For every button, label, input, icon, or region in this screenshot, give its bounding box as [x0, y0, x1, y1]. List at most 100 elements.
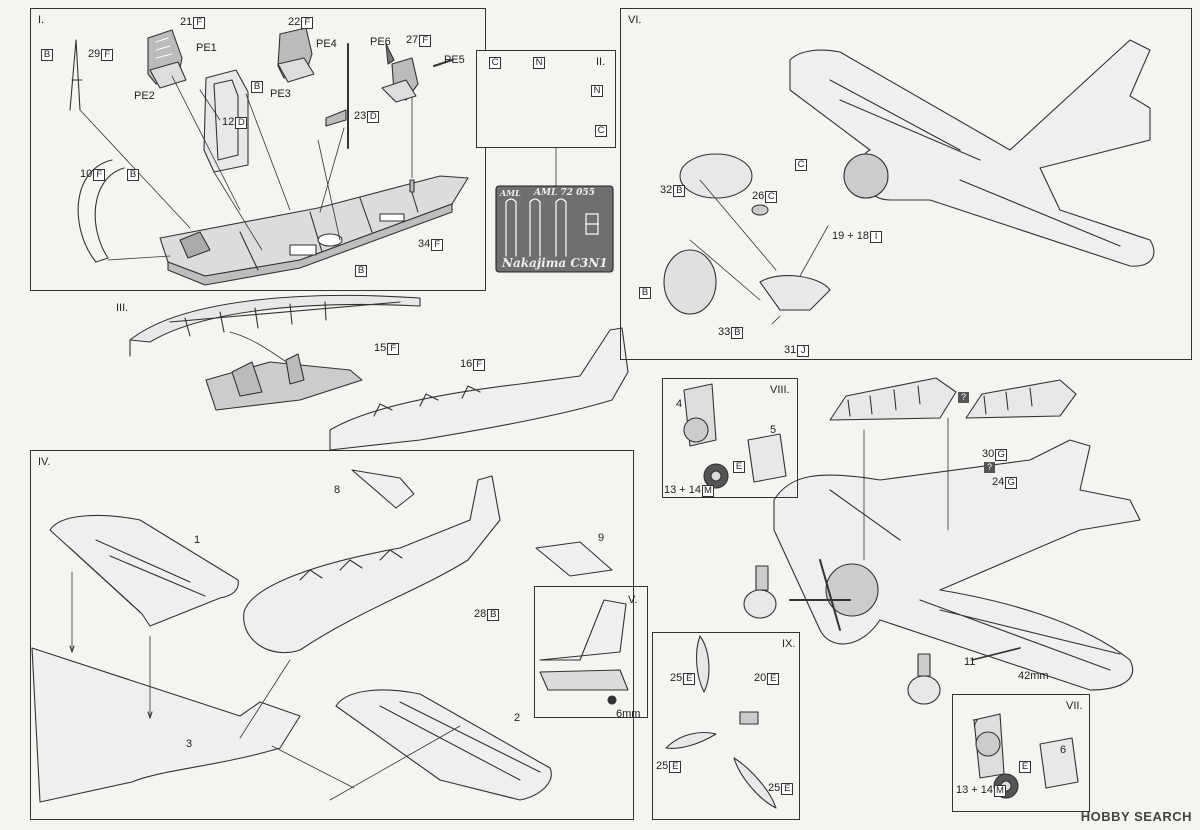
part-code-box: J: [797, 345, 810, 357]
callout-number: 1: [194, 534, 201, 546]
callout-number: 15: [374, 342, 387, 354]
callout-e1: E: [732, 460, 745, 473]
section-ii-label: II.: [596, 56, 606, 68]
part-code-box: B: [127, 169, 139, 181]
part-code-box: C: [595, 125, 607, 137]
part-code-box: C: [795, 159, 807, 171]
part-code-box: F: [431, 239, 444, 251]
part-code-box: B: [251, 81, 263, 93]
callout-number: 26: [752, 190, 765, 202]
callout-number: 25: [670, 672, 683, 684]
part-code-box: C: [765, 191, 778, 203]
callout-6: 6: [1060, 744, 1066, 756]
callout-number: PE5: [444, 54, 465, 66]
callout-number: PE3: [270, 88, 291, 100]
panel-viii: [662, 378, 798, 498]
panel-ix: [652, 632, 800, 820]
callout-n2: N: [590, 84, 603, 97]
callout-2: 2: [514, 712, 520, 724]
fuselage-side-drawing: [329, 327, 629, 451]
callout-b5: B: [638, 286, 651, 299]
callout-number: 28: [474, 608, 487, 620]
section-ix-label: IX.: [782, 638, 796, 650]
panel-i: [30, 8, 486, 291]
callout-number: 5: [770, 424, 777, 436]
callout-pe3: PE3: [270, 88, 291, 100]
callout-c2: C: [594, 124, 607, 137]
cockpit-floor-drawing: [159, 175, 469, 286]
question-mark-1: ?: [958, 392, 969, 403]
part-code-box: E: [781, 783, 794, 795]
callout-c3: C: [794, 158, 807, 171]
part-code-box: E: [669, 761, 682, 773]
callout-number: PE6: [370, 36, 391, 48]
callout-number: 23: [354, 110, 367, 122]
part-code-box: I: [870, 231, 883, 243]
section-vii-label: VII.: [1066, 700, 1083, 712]
callout-number: 20: [754, 672, 767, 684]
callout-number: 19 + 18: [832, 230, 870, 242]
callout-number: 25: [768, 782, 781, 794]
panel-v: [534, 586, 648, 718]
seat-drawing-2: [277, 27, 315, 83]
part-code-box: D: [235, 117, 248, 129]
part-code-box: E: [683, 673, 696, 685]
part-code-box: C: [489, 57, 501, 69]
callout-7: 7: [972, 718, 978, 730]
callout-number: 8: [334, 484, 341, 496]
landing-gear-main-drawing: [743, 565, 941, 705]
callout-b2: B: [250, 80, 263, 93]
cowling-drawings: [663, 153, 831, 315]
callout-number: 13 + 14: [956, 784, 994, 796]
aircraft-main-drawing: [773, 439, 1141, 691]
panel-iv: [30, 450, 634, 820]
callout-n1: N: [532, 56, 545, 69]
callout-pe6: PE6: [370, 36, 391, 48]
part-code-box: G: [995, 449, 1008, 461]
upper-wing-left-drawing: [49, 514, 239, 627]
callout-1: 1: [194, 534, 200, 546]
callout-number: 12: [222, 116, 235, 128]
panel-vii: [952, 694, 1090, 812]
part-code-box: F: [387, 343, 400, 355]
cockpit-assembly-drawing: [205, 353, 363, 411]
part-code-box: F: [419, 35, 432, 47]
callout-number: 3: [186, 738, 193, 750]
callout-b1: B: [40, 48, 53, 61]
part-code-box: B: [487, 609, 500, 621]
callout-3: 3: [186, 738, 192, 750]
callout-number: 29: [88, 48, 101, 60]
part-code-box: B: [355, 265, 367, 277]
callout-pe2: PE2: [134, 90, 155, 102]
callout-number: 25: [656, 760, 669, 772]
part-code-box: B: [639, 287, 651, 299]
part-code-box: G: [1005, 477, 1018, 489]
callout-number: 6: [1060, 744, 1067, 756]
callout-e2: E: [1018, 760, 1031, 773]
part-code-box: F: [473, 359, 486, 371]
section-v-label: V.: [628, 594, 638, 606]
part-code-box: N: [591, 85, 603, 97]
aircraft-vi-drawing: [789, 39, 1155, 267]
callout-number: 27: [406, 34, 419, 46]
section-viii-label: VIII.: [770, 384, 790, 396]
callout-pe5: PE5: [444, 54, 465, 66]
panel-vi: [620, 8, 1192, 360]
